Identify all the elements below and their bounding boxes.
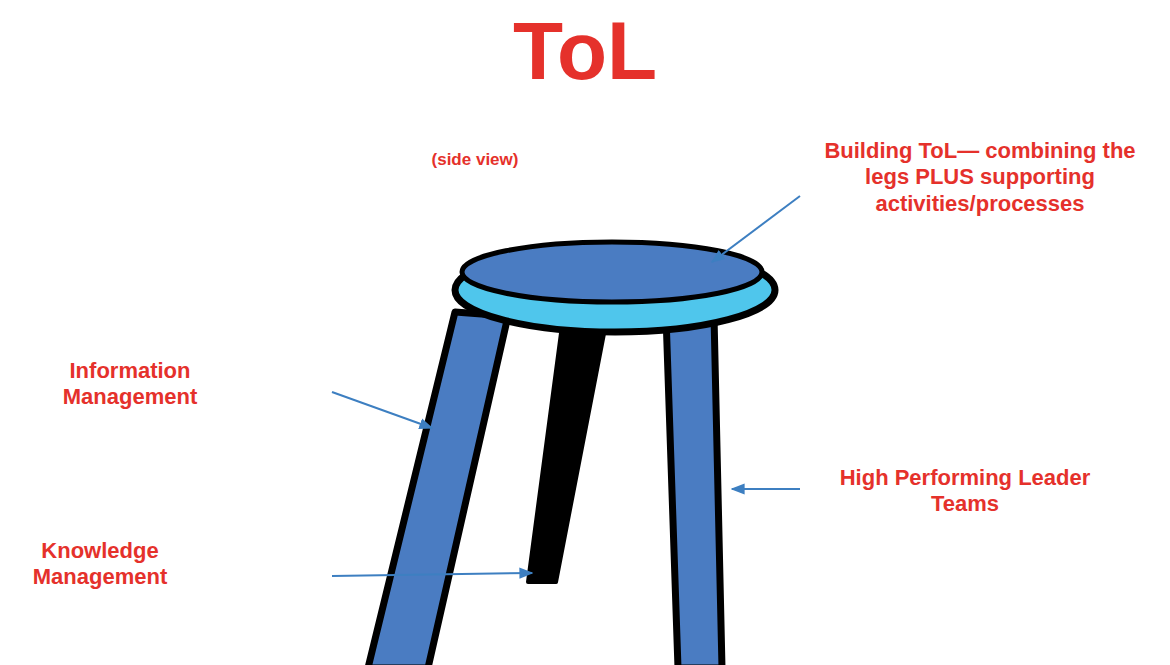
leg-callout: Information Management: [20, 358, 240, 411]
leader-arrow: [732, 488, 800, 490]
stool-seat-top: [462, 242, 762, 302]
seat-callout: Building ToL— combining the legs PLUS su…: [800, 138, 1160, 217]
leg-callout: High Performing Leader Teams: [820, 465, 1110, 518]
stool-leg: [666, 316, 722, 665]
view-note: (side view): [400, 150, 550, 170]
stool-leg: [528, 318, 607, 582]
leg-callout: Knowledge Management: [0, 538, 200, 591]
leader-arrow: [332, 573, 532, 576]
leader-arrow: [712, 196, 800, 262]
stool-leg: [368, 312, 508, 665]
leader-arrow: [332, 392, 432, 428]
diagram-title: ToL: [385, 2, 785, 100]
